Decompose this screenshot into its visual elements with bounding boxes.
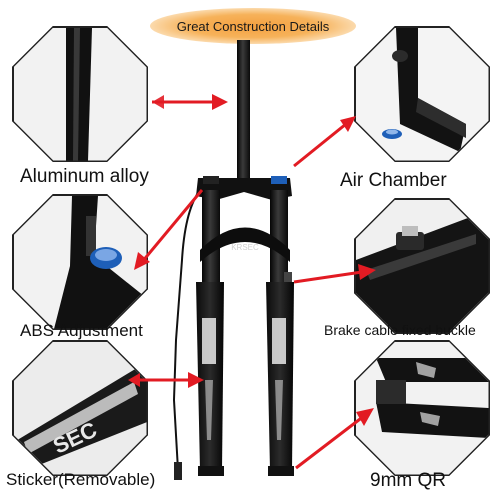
arrow-brake-cable-buckle — [293, 264, 376, 284]
detail-aluminum-alloy — [12, 26, 148, 162]
arrow-abs-adjustment — [134, 189, 204, 270]
detail-abs-adjustment — [12, 194, 148, 330]
label-9mm-qr: 9mm QR — [370, 470, 446, 491]
detail-air-chamber — [354, 26, 490, 162]
detail-brake-cable-buckle — [354, 198, 490, 334]
label-sticker-removable: Sticker(Removable) — [6, 470, 156, 489]
arrow-air-chamber — [293, 116, 356, 168]
detail-9mm-qr — [354, 340, 490, 476]
label-aluminum-alloy: Aluminum alloy — [20, 166, 149, 187]
arrow-aluminum-alloy — [152, 94, 228, 110]
label-air-chamber: Air Chamber — [340, 170, 447, 191]
detail-sticker: SEC — [12, 340, 148, 476]
arrow-sticker — [128, 372, 204, 388]
label-abs-adjustment: ABS Adjustment — [20, 321, 143, 340]
label-brake-cable-buckle: Brake cable fixed buckle — [324, 322, 476, 338]
arrow-9mm-qr — [295, 408, 374, 470]
suspension-fork-image: KRSEC — [172, 40, 294, 480]
title-banner: Great Construction Details — [150, 8, 356, 44]
banner-title: Great Construction Details — [176, 18, 330, 34]
arch-brand-text: KRSEC — [231, 243, 259, 252]
